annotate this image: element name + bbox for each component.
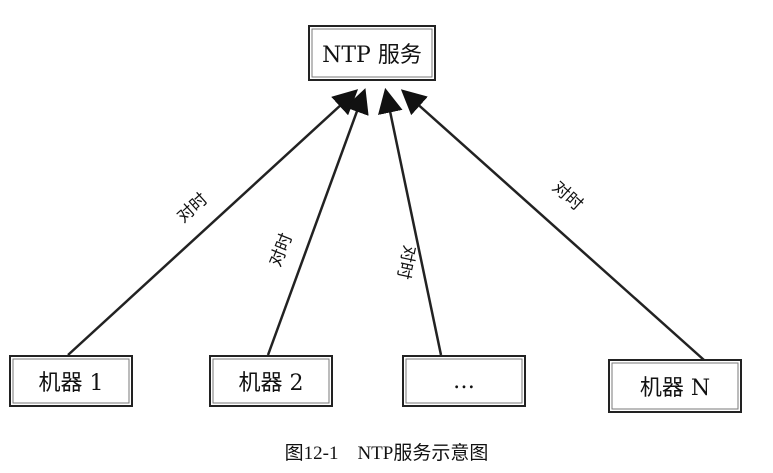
arrow-machine-2 <box>266 88 369 356</box>
edge-label-2: 对时 <box>266 231 297 270</box>
machine-1-node: 机器 1 <box>9 355 133 407</box>
arrow-machine-1 <box>67 89 359 356</box>
machine-2-label: 机器 2 <box>239 371 304 396</box>
edge-label-1: 对时 <box>173 189 212 227</box>
edge-label-4: 对时 <box>548 177 587 215</box>
arrow-machine-n <box>400 89 705 361</box>
arrow-machine-ellipsis <box>378 87 443 356</box>
machine-1-label: 机器 1 <box>39 371 104 396</box>
machine-ellipsis-node: … <box>402 355 526 407</box>
machine-2-node: 机器 2 <box>209 355 333 407</box>
ntp-server-node: NTP 服务 <box>308 25 436 81</box>
figure-caption: 图12-1 NTP服务示意图 <box>284 443 489 464</box>
edge-label-3: 对时 <box>393 243 420 280</box>
machine-ellipsis-label: … <box>453 369 475 394</box>
machine-n-label: 机器 N <box>640 376 710 401</box>
ntp-server-label: NTP 服务 <box>322 43 422 68</box>
machine-n-node: 机器 N <box>608 359 742 413</box>
